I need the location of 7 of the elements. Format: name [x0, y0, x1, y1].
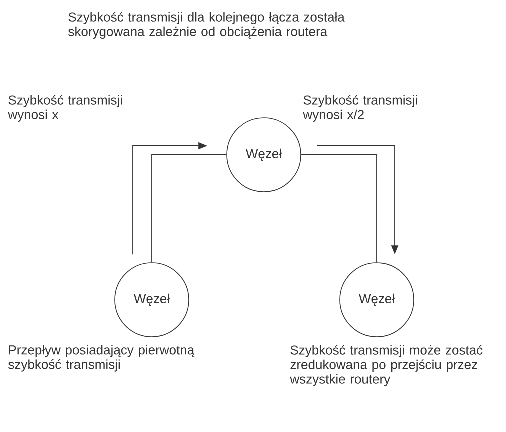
node-caption: Szybkość transmisji może zostać zredukowana po przejściu przez wszystkie routery [290, 345, 483, 386]
annotation-text: Szybkość transmisji dla kolejnego łącza została skorygowana zależnie od obciążenia routera [68, 12, 345, 39]
annotation-text: Szybkość transmisji wynosi x/2 [303, 95, 418, 122]
connector-line [152, 154, 228, 264]
annotation-text: Szybkość transmisji wynosi x [8, 95, 122, 122]
connector-line [300, 154, 378, 264]
node-caption: Przepływ posiadający pierwotną szybkość transmisji [8, 345, 195, 372]
